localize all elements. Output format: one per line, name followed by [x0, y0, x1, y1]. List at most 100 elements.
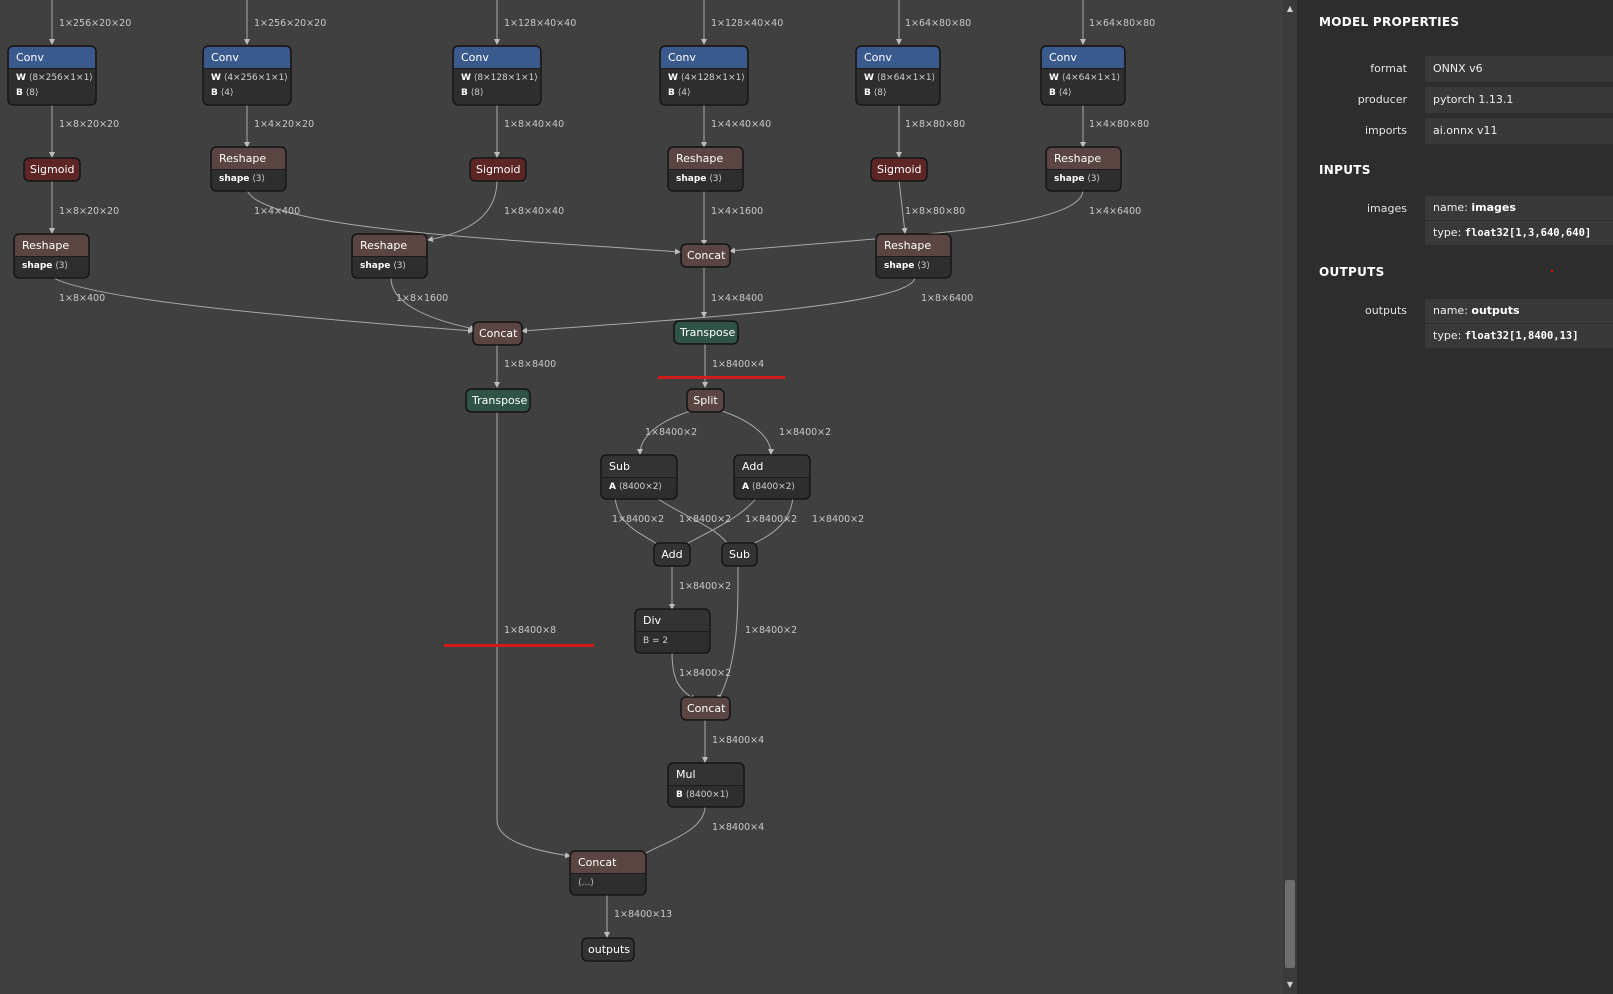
node-title: Conv: [454, 47, 540, 68]
node-title: Sub: [602, 456, 676, 477]
node-title: Add: [655, 544, 689, 565]
node-attr: B ⟨4⟩: [1042, 86, 1124, 101]
edge-label: 1×8400×4: [712, 735, 765, 746]
node-attr: B ⟨8⟩: [454, 86, 540, 101]
transpose-node[interactable]: Transpose: [466, 389, 530, 412]
sigmoid-node[interactable]: Sigmoid: [871, 158, 927, 181]
scrollbar-thumb[interactable]: [1285, 880, 1295, 968]
node-title: Concat: [682, 698, 729, 719]
node-title: Reshape: [1047, 148, 1120, 169]
prop-label-producer: producer: [1357, 93, 1407, 106]
edge-label: 1×8×40×40: [504, 119, 565, 130]
reshape-node[interactable]: Reshape shape ⟨3⟩: [1046, 147, 1121, 191]
edge-label: 1×64×80×80: [1089, 18, 1156, 29]
node-attr: B ⟨4⟩: [204, 86, 290, 101]
add-node[interactable]: Add: [654, 543, 690, 566]
edge-label: 1×8×40×40: [504, 206, 565, 217]
reshape-node[interactable]: Reshape shape ⟨3⟩: [352, 234, 427, 278]
node-title: Reshape: [877, 235, 950, 256]
prop-value-imports[interactable]: ai.onnx v11: [1425, 118, 1613, 144]
output-node[interactable]: outputs: [582, 938, 634, 961]
node-attr: B = 2: [636, 634, 709, 649]
concat-node[interactable]: Concat ⟨…⟩: [570, 851, 646, 895]
node-attr: ⟨…⟩: [571, 876, 645, 891]
edge-label: 1×256×20×20: [254, 18, 327, 29]
mul-node[interactable]: Mul B ⟨8400×1⟩: [668, 763, 744, 807]
node-attr: B ⟨8400×1⟩: [669, 788, 743, 803]
node-title: Sigmoid: [471, 159, 525, 180]
div-node[interactable]: Div B = 2: [635, 609, 710, 653]
edge-label: 1×8400×2: [679, 668, 732, 679]
node-title: Sigmoid: [872, 159, 926, 180]
input-name-field[interactable]: name: images: [1425, 196, 1613, 220]
node-attr: W ⟨4×256×1×1⟩: [204, 71, 290, 86]
node-title: Mul: [669, 764, 743, 785]
sigmoid-node[interactable]: Sigmoid: [24, 158, 80, 181]
edge-label: 1×8400×2: [745, 514, 798, 525]
node-attr: W ⟨8×128×1×1⟩: [454, 71, 540, 86]
edge-label: 1×8400×8: [504, 625, 557, 636]
edge-label: 1×4×80×80: [1089, 119, 1150, 130]
output-label: outputs: [1364, 304, 1407, 317]
edge-label: 1×64×80×80: [905, 18, 972, 29]
conv-node[interactable]: Conv W ⟨8×256×1×1⟩ B ⟨8⟩: [8, 46, 96, 105]
prop-value-producer[interactable]: pytorch 1.13.1: [1425, 87, 1613, 113]
scroll-up-icon[interactable]: ▲: [1286, 4, 1294, 13]
conv-node[interactable]: Conv W ⟨4×128×1×1⟩ B ⟨4⟩: [660, 46, 748, 105]
graph-canvas[interactable]: 1×256×20×20 1×256×20×20 1×128×40×40 1×12…: [0, 0, 1283, 994]
edge-label: 1×8×6400: [921, 293, 974, 304]
conv-node[interactable]: Conv W ⟨4×64×1×1⟩ B ⟨4⟩: [1041, 46, 1125, 105]
output-type-field[interactable]: type: float32[1,8400,13]: [1425, 324, 1613, 348]
node-title: Reshape: [212, 148, 285, 169]
sub-node[interactable]: Sub: [722, 543, 757, 566]
reshape-node[interactable]: Reshape shape ⟨3⟩: [876, 234, 951, 278]
edge-label: 1×8400×2: [612, 514, 665, 525]
input-label: images: [1367, 202, 1407, 215]
edge-label: 1×8400×2: [779, 427, 832, 438]
node-attr: W ⟨4×128×1×1⟩: [661, 71, 747, 86]
node-attr: shape ⟨3⟩: [212, 172, 285, 187]
edge-label: 1×4×20×20: [254, 119, 315, 130]
highlight-line: [444, 644, 594, 647]
conv-node[interactable]: Conv W ⟨8×64×1×1⟩ B ⟨8⟩: [856, 46, 940, 105]
edge-label: 1×4×400: [254, 206, 301, 217]
add-node[interactable]: Add A ⟨8400×2⟩: [734, 455, 810, 499]
node-title: Conv: [1042, 47, 1124, 68]
prop-value-format[interactable]: ONNX v6: [1425, 56, 1613, 82]
outputs-title: OUTPUTS: [1319, 265, 1385, 279]
sub-node[interactable]: Sub A ⟨8400×2⟩: [601, 455, 677, 499]
edge-label: 1×8400×4: [712, 822, 765, 833]
concat-node[interactable]: Concat: [681, 697, 730, 720]
red-dot: [1551, 270, 1553, 272]
node-title: Concat: [682, 245, 729, 266]
concat-node[interactable]: Concat: [681, 244, 730, 267]
node-title: Div: [636, 610, 709, 631]
edge-label: 1×8400×2: [679, 581, 732, 592]
node-attr: shape ⟨3⟩: [353, 259, 426, 274]
output-name-field[interactable]: name: outputs: [1425, 299, 1613, 323]
scroll-down-icon[interactable]: ▼: [1286, 980, 1294, 989]
edge-label: 1×8400×2: [745, 625, 798, 636]
concat-node[interactable]: Concat: [473, 322, 522, 345]
input-type-field[interactable]: type: float32[1,3,640,640]: [1425, 221, 1613, 245]
inputs-title: INPUTS: [1319, 163, 1371, 177]
reshape-node[interactable]: Reshape shape ⟨3⟩: [668, 147, 743, 191]
node-title: Concat: [474, 323, 521, 344]
node-attr: shape ⟨3⟩: [15, 259, 88, 274]
conv-node[interactable]: Conv W ⟨4×256×1×1⟩ B ⟨4⟩: [203, 46, 291, 105]
reshape-node[interactable]: Reshape shape ⟨3⟩: [14, 234, 89, 278]
edge-label: 1×8400×2: [812, 514, 865, 525]
node-title: Split: [688, 390, 723, 411]
node-title: Conv: [857, 47, 939, 68]
conv-node[interactable]: Conv W ⟨8×128×1×1⟩ B ⟨8⟩: [453, 46, 541, 105]
node-attr: W ⟨8×256×1×1⟩: [9, 71, 95, 86]
node-title: Conv: [661, 47, 747, 68]
graph-scrollbar[interactable]: ▲ ▼: [1283, 0, 1297, 994]
split-node[interactable]: Split: [687, 389, 724, 412]
edge-label: 1×8×1600: [396, 293, 449, 304]
edge-label: 1×8400×2: [679, 514, 732, 525]
transpose-node[interactable]: Transpose: [674, 321, 738, 344]
edge-label: 1×4×40×40: [711, 119, 772, 130]
sigmoid-node[interactable]: Sigmoid: [470, 158, 526, 181]
reshape-node[interactable]: Reshape shape ⟨3⟩: [211, 147, 286, 191]
